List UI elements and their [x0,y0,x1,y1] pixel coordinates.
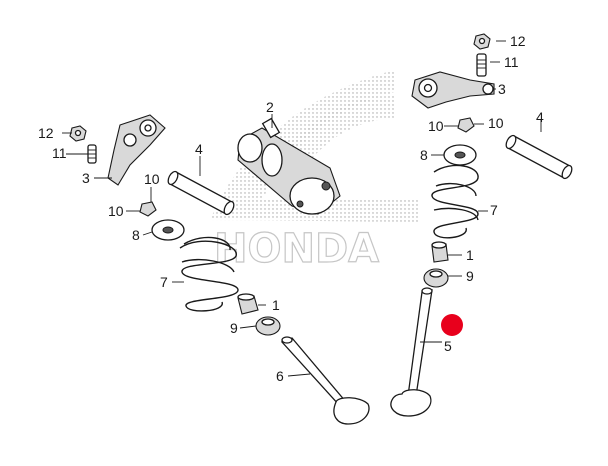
intake-valve [390,287,433,417]
callout-c-3-right: 3 [498,81,506,97]
retainer-right [443,144,477,166]
rocker-shaft-left [167,170,235,216]
callout-c-11-left: 11 [52,145,67,161]
adjust-screw-left [87,144,97,164]
callout-c-4-right: 4 [536,109,544,125]
callout-c-9-left: 9 [230,320,238,336]
callout-c-7-left: 7 [160,274,168,290]
callout-c-5: 5 [444,338,452,354]
callout-c-12-top: 12 [510,33,526,49]
spring-seat-left [255,316,281,336]
callout-c-11-top: 11 [504,54,519,70]
callout-c-7-right: 7 [490,202,498,218]
highlight-marker [441,314,463,336]
valve-spring-left [179,236,239,312]
leader-lines [62,40,542,377]
lock-nut-right [473,33,491,50]
callout-c-10-left-b: 10 [108,203,124,219]
callout-c-10-right-a: 10 [428,118,444,134]
lock-nut-left [69,125,87,142]
stem-seal-right [431,241,449,263]
callout-c-10-right-b: 10 [488,115,504,131]
rocker-arm-left [107,114,166,186]
stem-seal-left [237,293,259,315]
callout-c-3-left: 3 [82,170,90,186]
callout-c-4-left: 4 [195,141,203,157]
rocker-arm-right [411,71,495,109]
callout-c-2: 2 [266,99,274,115]
callout-c-8-left: 8 [132,227,140,243]
cotter-left [139,201,157,217]
callout-c-8-right: 8 [420,147,428,163]
exhaust-valve [280,336,370,425]
callout-c-1-left: 1 [272,297,280,313]
adjust-screw-right [476,53,487,77]
watermark-text: HONDA [214,226,379,272]
callout-c-6: 6 [276,368,284,384]
camshaft [237,117,341,215]
cotter-right [457,117,475,133]
callout-c-1-right: 1 [466,247,474,263]
spring-seat-right [423,268,449,288]
callout-c-10-left-a: 10 [144,171,160,187]
valve-spring-right [431,164,479,239]
callout-c-9-right: 9 [466,268,474,284]
callout-c-12-left: 12 [38,125,54,141]
rocker-shaft-right [505,134,573,180]
retainer-left [151,219,185,241]
